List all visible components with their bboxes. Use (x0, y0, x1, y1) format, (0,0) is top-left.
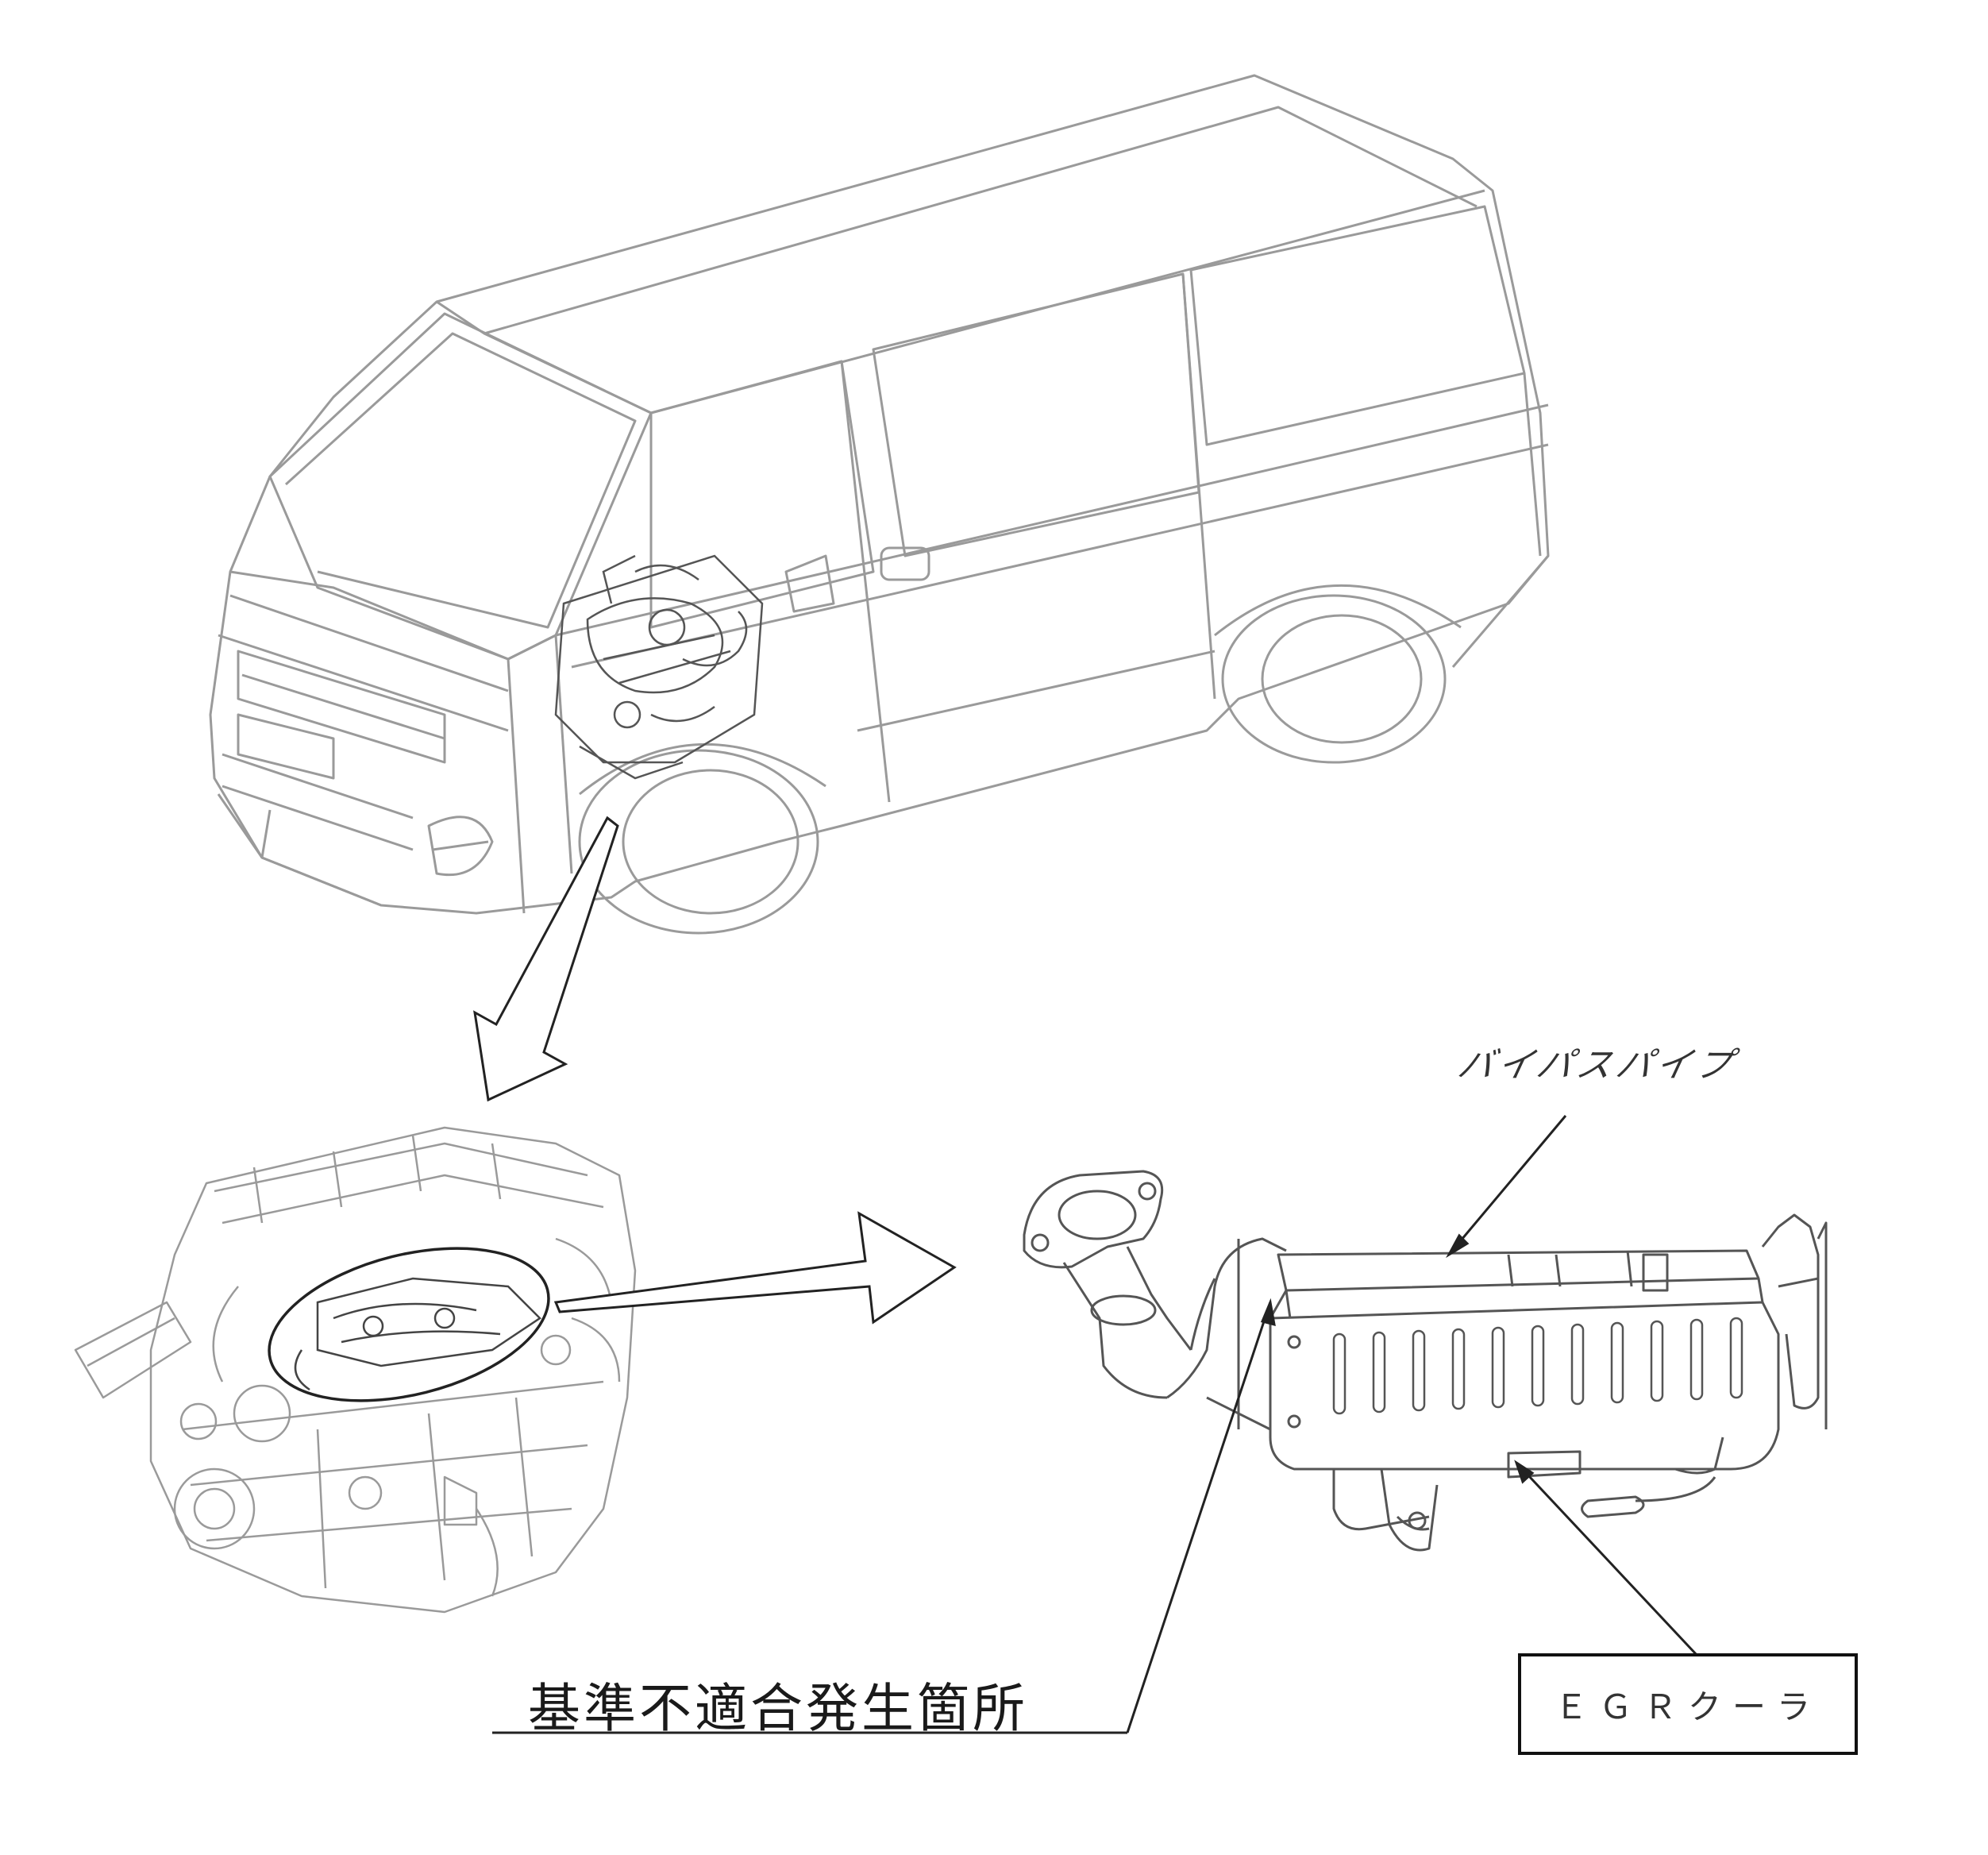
engine-illustration (74, 1126, 637, 1614)
van-illustration (209, 74, 1550, 935)
highlight-ellipse (268, 1247, 550, 1402)
arrow-engine-to-egr (553, 1211, 957, 1325)
egr-cooler-label: ＥＧＲクーラ (1554, 1687, 1821, 1726)
leader-lines (492, 1115, 1699, 1734)
egr-cooler-illustration (1023, 1170, 1828, 1552)
nonconformity-site-label: 基準不適合発生箇所 (528, 1678, 1028, 1739)
arrow-van-to-engine (473, 816, 619, 1102)
engine-egr-area (294, 1277, 541, 1391)
van-engine-cutaway (554, 554, 764, 780)
bypass-pipe-label: バイパスパイプ (1454, 1045, 1740, 1086)
egr-cooler-label-box: ＥＧＲクーラ (1518, 1653, 1858, 1755)
